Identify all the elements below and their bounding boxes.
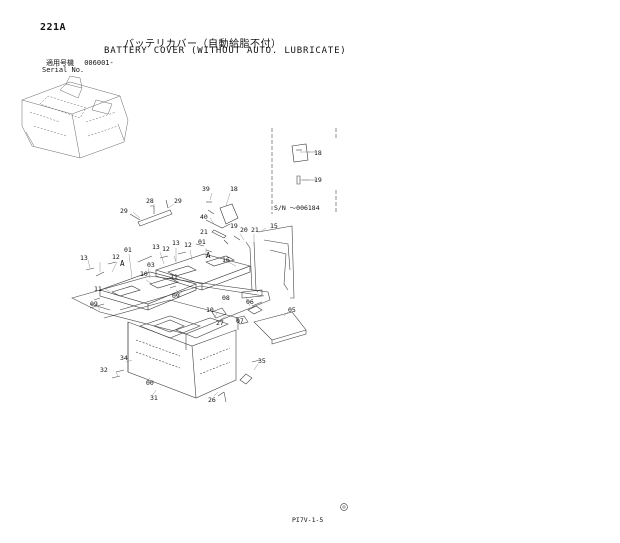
part-label-n35: 35 [258,357,266,365]
battery-cover-left [99,271,197,311]
part-label-n39: 39 [202,185,210,193]
registered-mark-icon [340,503,348,511]
part-label-n11b: 11 [94,285,102,293]
part-label-nA2: A [206,251,211,260]
part-label-n40: 40 [200,213,208,221]
serial-value: 006001- [84,59,114,67]
reflector-assembly [205,201,241,245]
battery-cover-right [155,253,251,291]
battery-box-housing [71,275,271,399]
part-label-n07: 07 [236,317,244,325]
part-label-n21b: 21 [251,226,259,234]
serial-jp: 適用号機 [46,59,74,67]
part-label-n20: 20 [240,226,248,234]
part-number-labels: 18 19 39 18 28 29 29 40 19 21 20 21 15 0… [80,149,322,404]
plate-05 [253,311,307,345]
inset-serial-note: S/N ～006184 [274,204,320,212]
part-label-n19a: 19 [314,176,322,184]
part-label-n27: 27 [216,319,224,327]
part-label-n13a: 13 [152,243,160,251]
footer-page-code: PI7V-1-5 [292,516,324,524]
part-label-n10a: 10 [140,270,148,278]
title-english: BATTERY COVER (WITHOUT AUTO. LUBRICATE) [104,46,347,56]
serial-label-japanese: 適用号機 006001- [46,58,114,68]
part-label-n29b: 29 [120,207,128,215]
part-label-n32: 32 [100,366,108,374]
title-japanese: バッテリカバー（自動給脂不付） [124,39,282,50]
part-label-n01b: 01 [198,238,206,246]
part-label-n13c: 13 [80,254,88,262]
fasteners [85,243,263,403]
part-label-n26: 26 [208,396,216,404]
part-label-n09b: 09 [172,292,180,300]
part-label-n13b: 13 [172,239,180,247]
part-label-n12c: 12 [112,253,120,261]
inset-parts [291,143,316,185]
part-label-n05: 05 [288,306,296,314]
part-label-n09a: 09 [90,300,98,308]
part-label-n28: 28 [146,197,154,205]
part-label-n00: 00 [146,379,154,387]
part-label-n01a: 01 [124,246,132,254]
part-label-n08: 08 [222,294,230,302]
machine-overview-thumbnail [21,75,129,159]
part-label-n19b: 19 [230,222,238,230]
rod-assembly-15 [241,225,295,299]
part-label-n18b: 18 [230,185,238,193]
part-label-n03: 03 [147,261,155,269]
part-label-n11a: 11 [170,273,178,281]
part-label-n10b: 10 [206,306,214,314]
part-label-n18a: 18 [314,149,322,157]
serial-label-english: Serial No. [42,66,85,74]
leader-lines [87,151,310,397]
page-code: 221A [40,22,67,33]
part-label-n12b: 12 [184,241,192,249]
part-label-n15: 15 [270,222,278,230]
part-label-n16: 16 [222,256,230,264]
part-label-n29a: 29 [174,197,182,205]
part-label-nA1: A [120,259,125,268]
part-label-n21a: 21 [200,228,208,236]
part-label-n12a: 12 [162,245,170,253]
part-label-n34: 34 [120,354,128,362]
part-label-n06: 06 [246,298,254,306]
part-label-n31: 31 [150,394,158,402]
